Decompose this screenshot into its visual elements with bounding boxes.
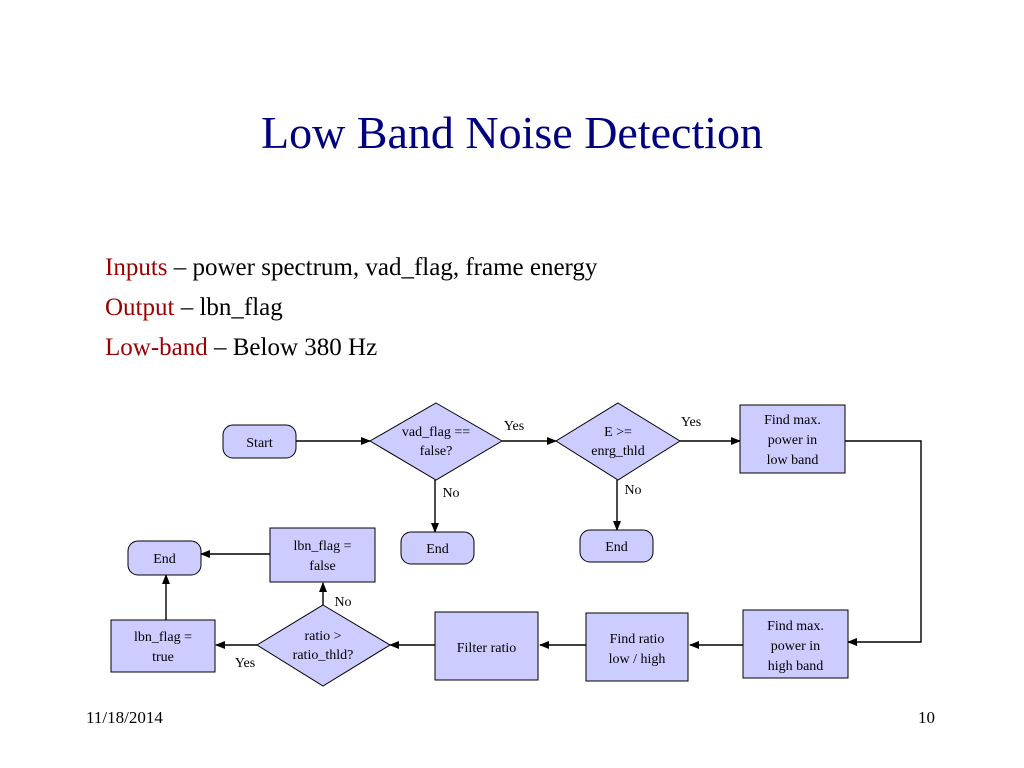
energy-decision-line1: E >=: [604, 425, 632, 440]
end-label: End: [426, 542, 449, 557]
end-node-energy: End: [579, 529, 654, 563]
bullet-text: – Below 380 Hz: [207, 334, 378, 361]
find-high-line3: high band: [768, 659, 824, 674]
start-node: Start: [222, 424, 297, 459]
ratio-decision-line2: ratio_thld?: [293, 648, 354, 663]
no-label-vad: No: [442, 486, 459, 501]
footer-date: 11/18/2014: [86, 708, 163, 727]
bullet-text: – lbn_flag: [174, 294, 283, 321]
flag-true-line1: lbn_flag =: [134, 630, 192, 645]
yes-label-energy: Yes: [681, 415, 701, 430]
find-ratio-node: Find ratio low / high: [585, 612, 689, 682]
vad-flag-decision: vad_flag == false?: [369, 402, 503, 481]
end-node-vad: End: [400, 531, 475, 565]
find-high-line1: Find max.: [767, 619, 824, 634]
find-ratio-line1: Find ratio: [610, 632, 665, 647]
flag-false-line2: false: [309, 559, 335, 574]
no-label-energy: No: [624, 483, 641, 498]
energy-decision-line2: enrg_thld: [591, 444, 644, 459]
edge-low-to-high: [845, 440, 922, 646]
bullet-keyword: Inputs: [105, 254, 168, 281]
footer-page-number: 10: [918, 708, 935, 727]
vad-decision-line2: false?: [420, 444, 453, 459]
start-label: Start: [246, 436, 273, 451]
flag-false-node: lbn_flag = false: [269, 527, 376, 583]
flag-true-node: lbn_flag = true: [110, 619, 216, 673]
find-high-band-node: Find max. power in high band: [742, 609, 849, 679]
find-low-line1: Find max.: [764, 413, 821, 428]
find-high-line2: power in: [771, 639, 820, 654]
yes-label-vad: Yes: [504, 419, 524, 434]
bullet-output: Output – lbn_flag: [105, 288, 597, 328]
energy-decision: E >= enrg_thld: [555, 402, 681, 481]
flag-false-line1: lbn_flag =: [293, 539, 351, 554]
bullet-keyword: Low-band: [105, 334, 208, 361]
ratio-decision-line1: ratio >: [304, 629, 341, 644]
filter-ratio-node: Filter ratio: [434, 611, 539, 681]
find-low-line2: power in: [768, 433, 817, 448]
bullet-text: – power spectrum, vad_flag, frame energy: [167, 254, 598, 281]
end-label: End: [605, 540, 628, 555]
end-node-main: End: [127, 540, 202, 576]
find-ratio-line2: low / high: [609, 652, 666, 667]
bullet-low-band: Low-band – Below 380 Hz: [105, 328, 597, 368]
yes-label-ratio: Yes: [235, 656, 255, 671]
find-low-line3: low band: [767, 453, 819, 468]
slide-title: Low Band Noise Detection: [260, 107, 764, 158]
no-label-ratio: No: [334, 595, 351, 610]
bullet-list: Inputs – power spectrum, vad_flag, frame…: [105, 248, 597, 368]
bullet-inputs: Inputs – power spectrum, vad_flag, frame…: [105, 248, 597, 288]
end-label: End: [153, 552, 176, 567]
bullet-keyword: Output: [105, 294, 175, 321]
vad-decision-line1: vad_flag ==: [402, 425, 470, 440]
find-low-band-node: Find max. power in low band: [739, 404, 846, 474]
flag-true-line2: true: [152, 650, 174, 665]
ratio-decision: ratio > ratio_thld?: [256, 604, 391, 687]
filter-ratio-label: Filter ratio: [457, 641, 517, 656]
